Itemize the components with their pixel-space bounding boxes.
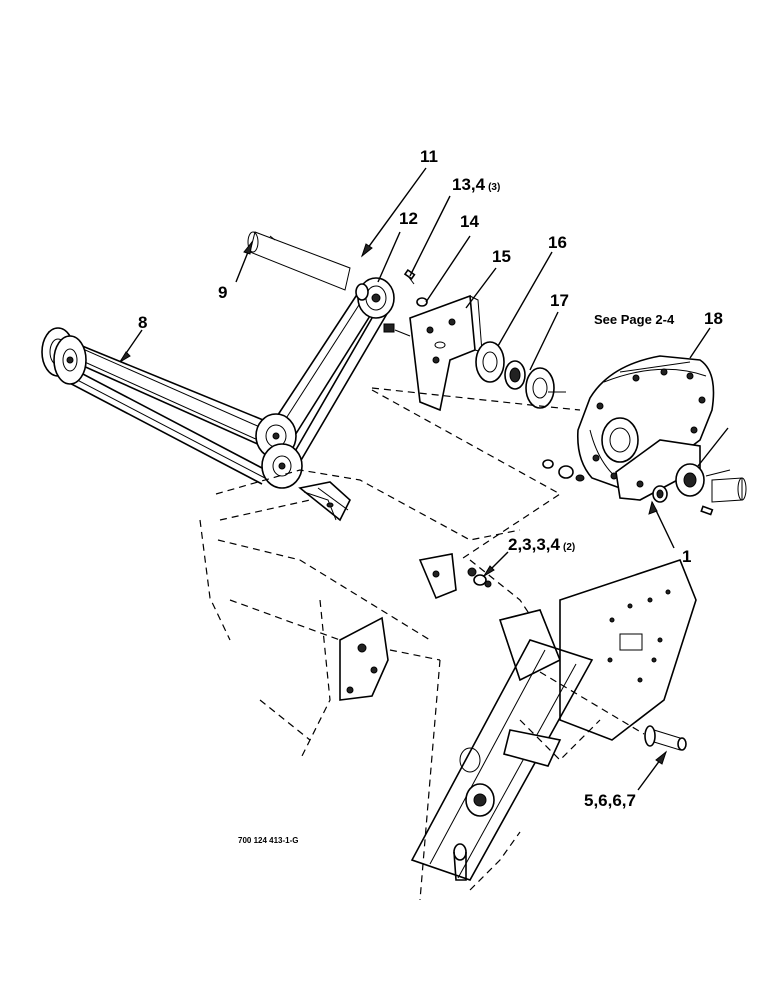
- lower-arm: [410, 639, 601, 891]
- callout-10: 11: [420, 147, 438, 166]
- callout-12: 13,4(3): [452, 175, 500, 194]
- callout-8: 8: [138, 313, 147, 332]
- callout-labels: 11 13,4(3) 12 14 16 15 9 17 See Page 2-4…: [138, 147, 723, 845]
- bearing-assembly: [475, 341, 566, 409]
- gearbox: [542, 355, 715, 503]
- assembly-line: [371, 389, 562, 561]
- callout-5-6-6-7: 5,6,6,7: [584, 791, 636, 810]
- callout-2-3-3-4: 2,3,3,4(2): [508, 535, 575, 554]
- drive-belt: [41, 327, 269, 485]
- upper-belt: [255, 277, 395, 489]
- callout-1: 1: [682, 547, 691, 566]
- callout-16: 17: [550, 291, 569, 310]
- side-panel: [559, 559, 697, 741]
- callout-9: 9: [218, 283, 227, 302]
- callout-15: 16: [548, 233, 567, 252]
- drive-shaft: [247, 231, 351, 291]
- see-page-note: See Page 2-4: [594, 312, 675, 327]
- leader-lines: [119, 167, 729, 791]
- assembly-line: [371, 387, 581, 411]
- output-hub: [675, 463, 747, 516]
- callout-11: 12: [399, 209, 418, 228]
- mounting-bracket: [383, 268, 483, 412]
- callout-14: 15: [492, 247, 511, 266]
- callout-13-4: 14: [460, 212, 479, 231]
- bottom-bolt: [539, 671, 687, 751]
- drawing-code: 700 124 413-1-G: [238, 836, 299, 845]
- callout-17: 18: [704, 309, 723, 328]
